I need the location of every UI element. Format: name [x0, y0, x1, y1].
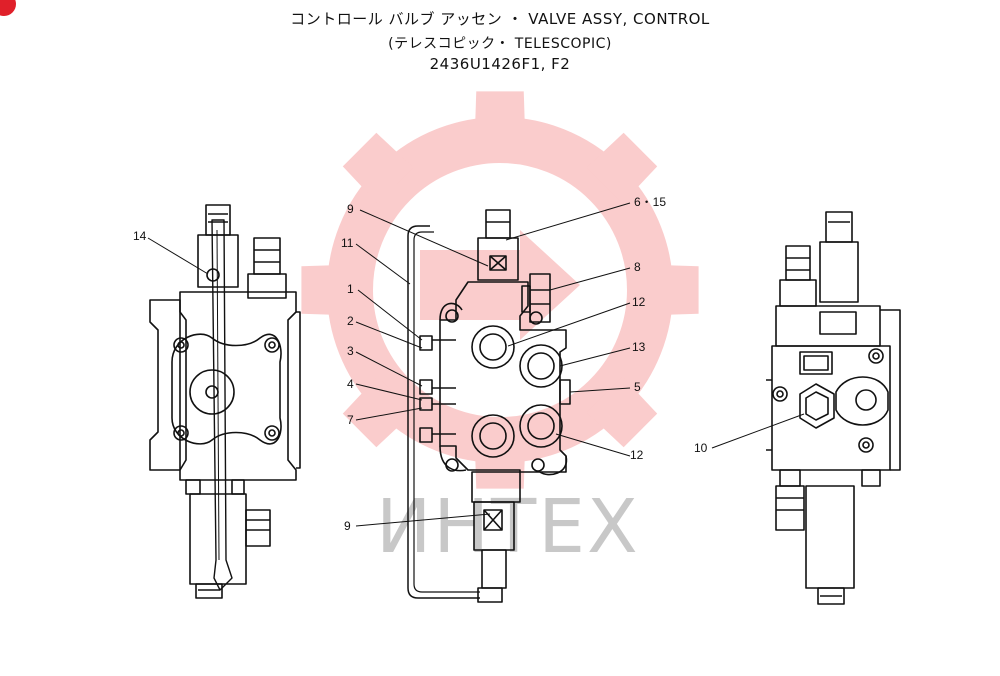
title-line-2: (テレスコピック・ TELESCOPIC) [388, 36, 612, 52]
callout-5: 5 [634, 380, 641, 394]
right-side-view [766, 211, 901, 605]
watermark-gear-icon [301, 91, 699, 489]
gear-tooth [647, 264, 699, 316]
callout-8: 8 [634, 260, 641, 274]
callout-9-top: 9 [347, 202, 354, 216]
callout-2: 2 [347, 314, 354, 328]
callout-13: 13 [632, 340, 646, 354]
callout-6-15: 6・15 [634, 195, 666, 209]
callout-4: 4 [347, 377, 354, 391]
center-front-view [407, 209, 571, 603]
callout-9-bottom: 9 [344, 519, 351, 533]
callout-3: 3 [347, 344, 354, 358]
callout-14: 14 [133, 229, 147, 243]
gear-tooth [301, 264, 353, 316]
callout-12-bottom: 12 [630, 448, 644, 462]
title-part-number: 2436U1426F1, F2 [429, 55, 571, 73]
callout-11: 11 [341, 236, 354, 250]
gear-tooth [342, 132, 414, 204]
callout-10: 10 [694, 441, 708, 455]
gear-tooth [474, 437, 526, 489]
gear-tooth [586, 132, 658, 204]
callout-7: 7 [347, 413, 354, 427]
corner-badge [0, 0, 16, 16]
gear-tooth [342, 376, 414, 448]
title-line-1: コントロール バルブ アッセン ・ VALVE ASSY, CONTROL [290, 10, 710, 28]
gear-tooth [474, 91, 526, 143]
watermark-text: ИНТЕХ [376, 484, 640, 570]
callout-12-top: 12 [632, 295, 646, 309]
gear-arrow [420, 230, 580, 340]
left-side-view [149, 204, 301, 599]
leader-lines [147, 202, 805, 527]
callout-1: 1 [347, 282, 354, 296]
gear-tooth [586, 376, 658, 448]
